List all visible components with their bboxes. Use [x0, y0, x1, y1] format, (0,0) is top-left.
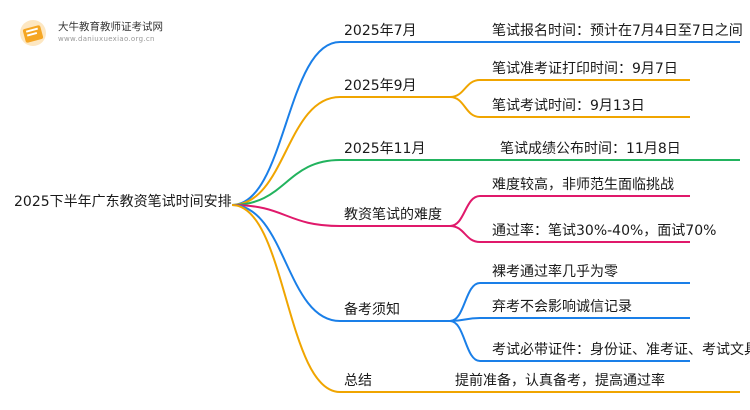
- mindmap-root: 2025下半年广东教资笔试时间安排: [14, 194, 232, 210]
- leaf-label: 难度较高，非师范生面临挑战: [492, 177, 674, 193]
- book-icon: [20, 20, 46, 46]
- leaf-label: 弃考不会影响诚信记录: [492, 299, 632, 315]
- leaf-connector: [449, 282, 690, 322]
- branch-connector: [231, 204, 450, 322]
- leaf-label: 笔试准考证打印时间：9月7日: [492, 61, 678, 77]
- leaf-label: 考试必带证件：身份证、准考证、考试文具: [492, 342, 750, 358]
- leaf-connector: [449, 225, 690, 243]
- branch-connector: [231, 41, 450, 206]
- branch-connector: [231, 96, 450, 206]
- leaf-label: 提前准备，认真备考，提高通过率: [455, 373, 665, 389]
- leaf-label: 笔试考试时间：9月13日: [492, 98, 645, 114]
- branch-connector: [231, 204, 450, 393]
- branch-connector: [231, 159, 450, 206]
- leaf-connector: [449, 320, 690, 362]
- branch-label: 2025年7月: [344, 23, 417, 39]
- branch-label: 总结: [344, 373, 372, 389]
- brand-name: 大牛教育教师证考试网: [58, 21, 163, 33]
- leaf-label: 笔试成绩公布时间：11月8日: [500, 141, 681, 157]
- leaf-connector: [449, 96, 690, 118]
- leaf-label: 笔试报名时间：预计在7月4日至7日之间: [492, 23, 743, 39]
- branch-label: 教资笔试的难度: [344, 207, 442, 223]
- leaf-connector: [449, 79, 690, 98]
- branch-label: 备考须知: [344, 302, 400, 318]
- leaf-connector: [449, 195, 690, 227]
- leaf-connector: [449, 317, 690, 322]
- leaf-label: 通过率：笔试30%-40%，面试70%: [492, 223, 717, 239]
- leaf-label: 裸考通过率几乎为零: [492, 264, 618, 280]
- branch-label: 2025年11月: [344, 141, 426, 157]
- brand-url: www.daniuxuexiao.org.cn: [58, 35, 155, 43]
- branch-connector: [231, 204, 450, 227]
- brand-logo: 大牛教育教师证考试网 www.daniuxuexiao.org.cn: [18, 16, 208, 50]
- branch-label: 2025年9月: [344, 78, 417, 94]
